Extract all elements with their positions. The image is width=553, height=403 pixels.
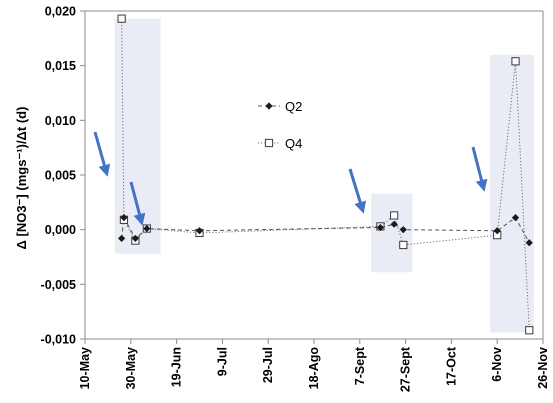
highlight-region-3 [490,54,534,333]
y-tick-label: 0,005 [45,169,76,183]
annotation-arrow-2 [129,181,146,226]
data-point-q2 [118,234,126,243]
x-tick-label: 7-Sept [353,346,367,385]
annotation-arrow-1 [93,131,111,177]
x-tick-label: 26-Nov [536,347,550,389]
data-point-q4 [390,211,399,220]
data-point-q2 [131,234,139,243]
x-tick-label: 9-Jul [215,347,229,376]
x-tick-label: 19-Jun [170,347,184,387]
x-tick-label: 18-Ago [307,347,321,390]
x-tick-label: 30-May [124,347,138,389]
data-point-q4 [511,57,520,66]
data-point-q2 [120,214,128,222]
y-tick-label: 0,020 [45,5,76,19]
series-line-q2 [121,216,530,244]
legend-label-q2: Q2 [285,99,302,114]
x-tick-label: 29-Jul [261,347,275,383]
annotation-arrow-3 [348,168,366,214]
tick-labels: 0,020 0,015 0,010 0,005 0,000 -0,005 -0,01010-… [41,5,550,393]
y-tick-label: -0,010 [41,333,76,347]
series-line-q4 [121,18,530,331]
data-point-q2 [511,214,520,222]
legend-marker-q2 [265,102,273,110]
data-point-q2 [493,227,501,235]
data-point-q4 [399,240,408,250]
annotation-arrows [93,131,488,226]
legend-marker-q4 [264,138,274,148]
x-tick-label: 6-Nov [490,347,504,382]
highlight-regions [114,18,534,333]
legend-label-q4: Q4 [285,136,302,151]
x-tick-label: 10-May [78,347,92,389]
y-tick-label: -0,005 [41,278,76,292]
highlight-region-2 [371,193,413,273]
y-tick-label: 0,010 [45,114,76,128]
data-point-q2 [143,224,151,233]
data-point-q2 [376,223,385,232]
x-tick-label: 27-Sept [399,346,413,392]
y-axis-label: Δ [NO3⁻] (mgs⁻¹)/Δt (d) [14,107,29,250]
data-point-q2 [525,239,533,247]
data-point-q2 [195,227,204,235]
y-tick-label: 0,000 [45,223,76,237]
data-point-q2 [390,220,398,228]
data-point-q2 [399,226,407,234]
axes [80,10,544,344]
y-tick-label: 0,015 [45,59,76,73]
x-tick-label: 17-Oct [444,346,458,386]
annotation-arrow-4 [471,146,488,192]
series-group [117,14,534,335]
data-point-q4 [117,14,126,23]
data-point-q4 [525,326,534,335]
